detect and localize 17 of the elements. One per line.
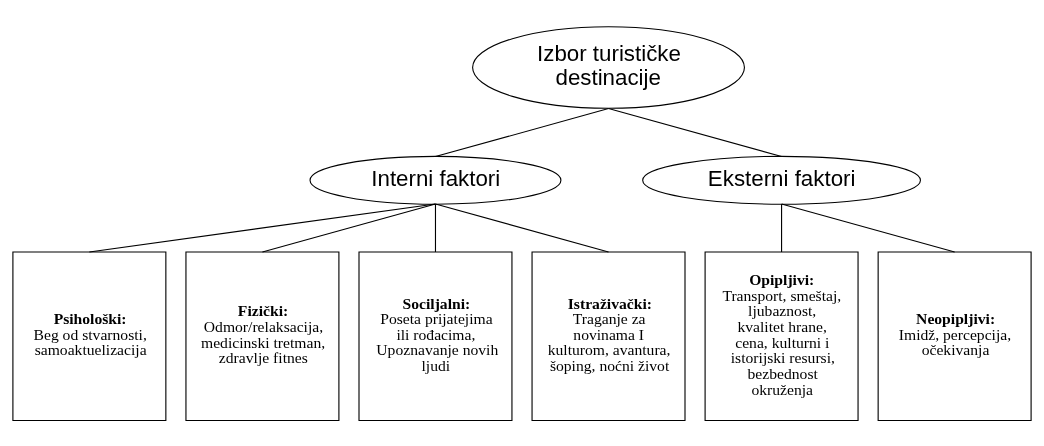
connector (261, 202, 437, 252)
connector (434, 202, 437, 252)
node-box: Opipljivi: Transport, smeštaj, ljubaznost, kvalitet hrane, cena, kulturni i istorijski resursi, bezbednost okruženja (704, 250, 859, 421)
node-box: Istraživački: Traganje za novinama I kulturom, avantura, šoping, noćni život (531, 250, 686, 421)
node-ellipse: Interni faktori (309, 155, 562, 205)
connector (88, 202, 437, 252)
node-box: Sociljalni: Poseta prijatejima ili rođacima, Upoznavanje novih ljudi (358, 250, 513, 421)
connector (434, 107, 610, 157)
connector (607, 107, 783, 157)
connector (781, 202, 956, 252)
node-box: Psihološki: Beg od stvarnosti, samoaktuelizacija (12, 250, 167, 421)
connector (781, 202, 783, 252)
node-box: Fizički: Odmor/relaksacija, medicinski tretman, zdravlje fitnes (185, 250, 340, 421)
node-box: Neopipljivi: Imidž, percepcija, očekivanja (877, 250, 1032, 421)
connector (434, 202, 610, 252)
node-ellipse: Izbor turističke destinacije (472, 25, 745, 109)
node-ellipse: Eksterni faktori (642, 155, 921, 205)
